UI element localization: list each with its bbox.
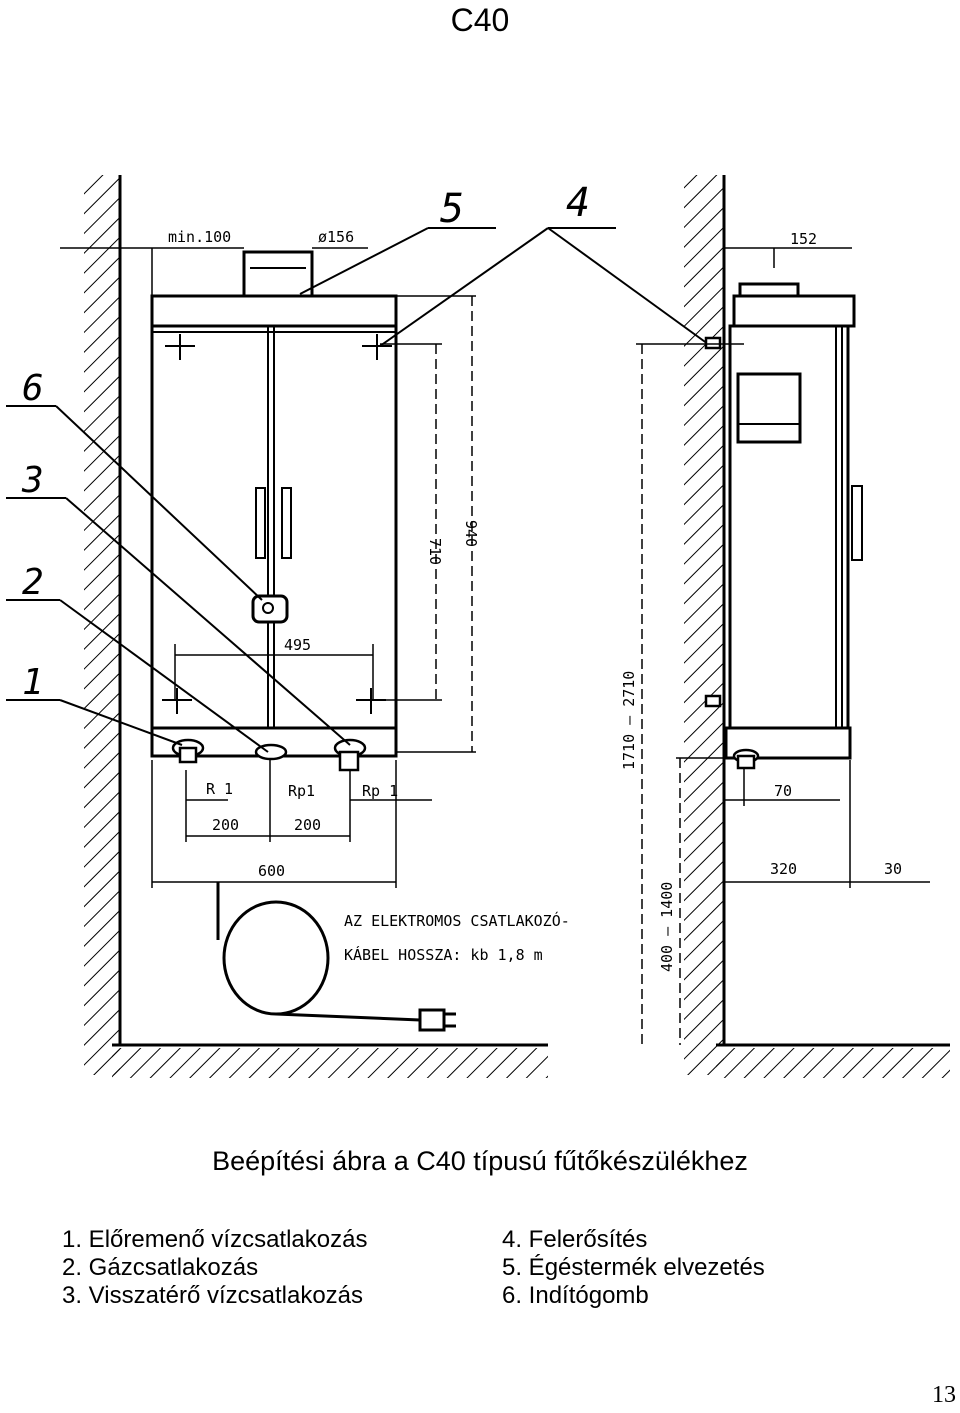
- legend-item-3: 3. Visszatérő vízcsatlakozás: [62, 1282, 364, 1309]
- legend-item-6: 6. Indítógomb: [502, 1282, 649, 1309]
- dim-152: 152: [790, 230, 817, 248]
- cable-note-line2: KÁBEL HOSSZA: kb 1,8 m: [344, 945, 543, 964]
- caption: Beépítési ábra a C40 típusú fűtőkészülék…: [212, 1146, 748, 1176]
- legend-left: 1. Előremenő vízcsatlakozás 2. Gázcsatla…: [62, 1226, 367, 1310]
- dim-320: 320: [770, 860, 797, 878]
- side-floor-hatch: [716, 1048, 950, 1078]
- front-floor-hatch: [112, 1048, 548, 1078]
- dim-200a: 200: [212, 816, 239, 834]
- dim-495: 495: [284, 636, 311, 654]
- dim-30: 30: [884, 860, 902, 878]
- dim-600: 600: [258, 862, 285, 880]
- front-flue: [242, 250, 314, 298]
- callout-1: 1: [22, 662, 44, 703]
- side-wall-hatch: [684, 175, 724, 1075]
- dim-710: 710: [426, 538, 444, 565]
- callout-4: 4: [566, 180, 590, 226]
- front-wall-hatch: [84, 175, 120, 1075]
- power-cable: [216, 882, 456, 1032]
- start-button-shape: [251, 594, 289, 624]
- dim-200b: 200: [294, 816, 321, 834]
- legend-item-5: 5. Égéstermék elvezetés: [502, 1254, 765, 1281]
- dim-range-bottom: 400 — 1400: [658, 882, 676, 972]
- dim-156: ø156: [318, 228, 354, 246]
- callout-6: 6: [22, 368, 44, 409]
- callout-2: 2: [22, 562, 44, 603]
- dim-rp1b: Rp 1: [362, 782, 398, 800]
- cable-note-line1: AZ ELEKTROMOS CSATLAKOZÓ-: [344, 911, 570, 930]
- callout-5: 5: [440, 186, 464, 232]
- legend-item-4: 4. Felerősítés: [502, 1226, 648, 1253]
- dim-range-top: 1710 — 2710: [620, 671, 638, 770]
- side-boiler-top: [732, 294, 856, 328]
- page-title: C40: [450, 2, 510, 38]
- legend-item-1: 1. Előremenő vízcsatlakozás: [62, 1226, 368, 1253]
- dim-min100: min.100: [168, 228, 231, 246]
- installation-drawing: 6 3 2 1 5 4 min.100 ø156 710 940 495 R 1…: [6, 175, 950, 1078]
- front-boiler-top: [150, 294, 398, 328]
- legend-right: 4. Felerősítés 5. Égéstermék elvezetés 6…: [502, 1226, 765, 1310]
- dim-70: 70: [774, 782, 792, 800]
- dim-r1: R 1: [206, 780, 233, 798]
- callout-3: 3: [21, 460, 44, 501]
- legend-item-2: 2. Gázcsatlakozás: [62, 1254, 259, 1281]
- page-number: 13: [932, 1382, 956, 1408]
- dim-rp1a: Rp1: [288, 782, 315, 800]
- dim-940: 940: [462, 520, 480, 547]
